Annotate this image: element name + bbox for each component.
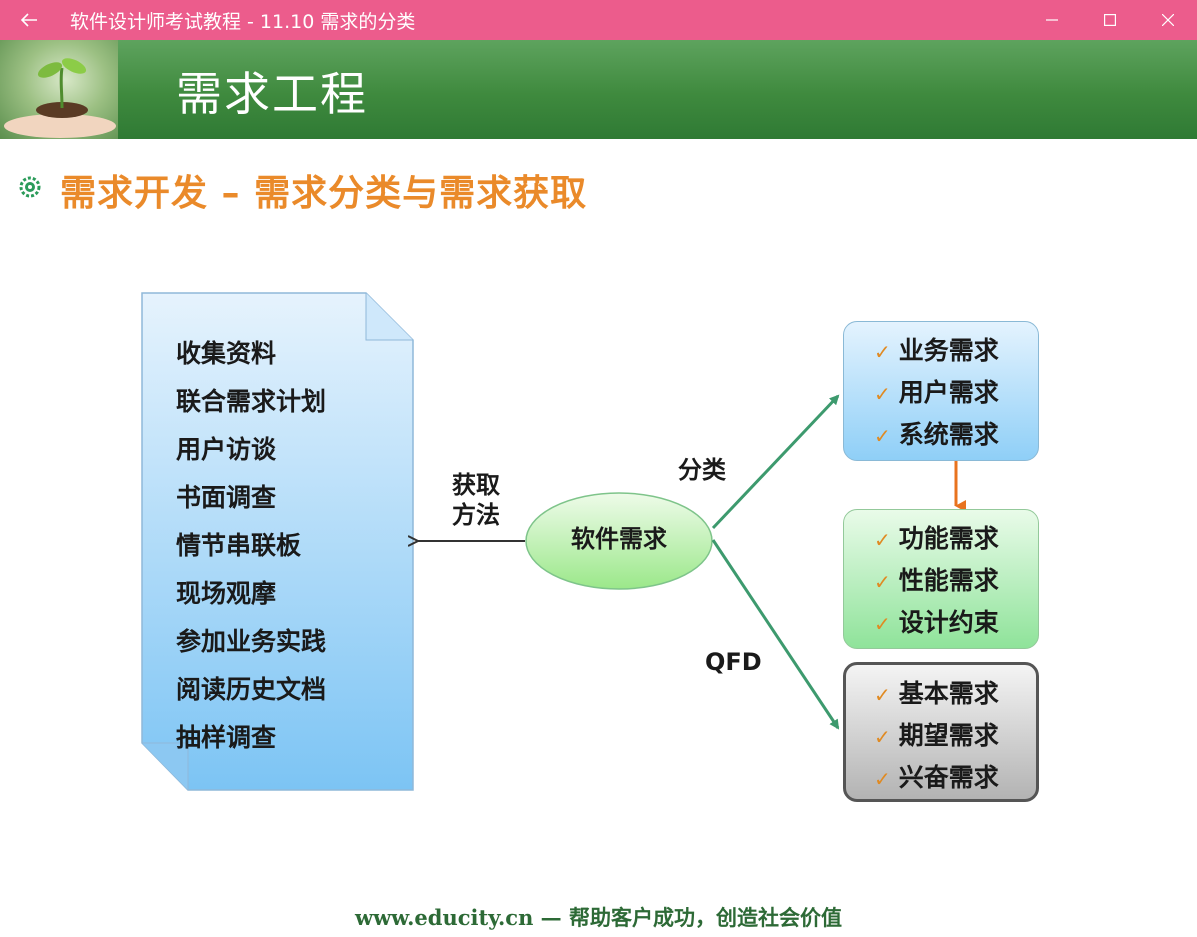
classify-arrow xyxy=(711,394,840,530)
requirements-diagram xyxy=(141,292,966,791)
list-item: 参加业务实践 xyxy=(176,627,327,656)
maximize-button[interactable] xyxy=(1081,0,1139,40)
list-item: ✓系统需求 xyxy=(874,420,999,449)
checkmark-icon: ✓ xyxy=(874,725,891,749)
checkmark-icon: ✓ xyxy=(874,528,891,552)
list-item: 收集资料 xyxy=(176,339,277,368)
close-icon xyxy=(1162,14,1174,26)
doc-fold-top-right xyxy=(365,293,413,341)
window-title: 软件设计师考试教程 - 11.10 需求的分类 xyxy=(70,10,416,33)
list-item: 阅读历史文档 xyxy=(176,675,327,704)
list-item: ✓业务需求 xyxy=(874,336,999,365)
acquire-method-label: 获取 方法 xyxy=(452,470,500,530)
center-node-label: 软件需求 xyxy=(571,524,667,553)
acquisition-methods-list: 收集资料 联合需求计划 用户访谈 书面调查 情节串联板 现场观摩 参加业务实践 … xyxy=(176,330,396,762)
list-item: ✓性能需求 xyxy=(874,566,999,595)
checkmark-icon: ✓ xyxy=(874,767,891,791)
title-bar: 软件设计师考试教程 - 11.10 需求的分类 xyxy=(0,0,1197,40)
seedling-hands-image xyxy=(0,40,118,139)
classify-label: 分类 xyxy=(678,456,726,484)
list-item: ✓兴奋需求 xyxy=(874,763,999,792)
requirement-levels-box: ✓业务需求 ✓用户需求 ✓系统需求 xyxy=(843,321,1039,461)
qfd-arrow xyxy=(711,539,840,730)
qfd-label: QFD xyxy=(705,648,762,676)
close-button[interactable] xyxy=(1139,0,1197,40)
arrow-left-icon xyxy=(20,13,37,27)
checkmark-icon: ✓ xyxy=(874,424,891,448)
list-item: 书面调查 xyxy=(176,483,277,512)
list-item: ✓功能需求 xyxy=(874,524,999,553)
doc-fold-bottom-left xyxy=(142,742,189,790)
list-item: 用户访谈 xyxy=(176,435,277,464)
maximize-icon xyxy=(1104,14,1116,26)
checkmark-icon: ✓ xyxy=(874,683,891,707)
slide-banner: 需求工程 xyxy=(0,40,1197,139)
slide: 需求工程 需求开发 – 需求分类与需求获取 xyxy=(0,40,1197,937)
window-controls xyxy=(1023,0,1197,40)
gear-bullet-icon xyxy=(19,176,41,198)
qfd-requirements-box: ✓基本需求 ✓期望需求 ✓兴奋需求 xyxy=(843,662,1039,802)
checkmark-icon: ✓ xyxy=(874,612,891,636)
system-requirement-types-box: ✓功能需求 ✓性能需求 ✓设计约束 xyxy=(843,509,1039,649)
back-button[interactable] xyxy=(0,0,58,40)
list-item: ✓设计约束 xyxy=(874,608,999,637)
slide-subtitle: 需求开发 – 需求分类与需求获取 xyxy=(60,173,588,214)
list-item: ✓期望需求 xyxy=(874,721,999,750)
list-item: ✓基本需求 xyxy=(874,679,999,708)
acquire-label-line-2: 方法 xyxy=(452,501,500,529)
acquire-label-line-1: 获取 xyxy=(452,471,500,499)
checkmark-icon: ✓ xyxy=(874,382,891,406)
list-item: 抽样调查 xyxy=(176,723,277,752)
checkmark-icon: ✓ xyxy=(874,570,891,594)
list-item: 联合需求计划 xyxy=(176,387,327,416)
list-item: ✓用户需求 xyxy=(874,378,999,407)
list-item: 现场观摩 xyxy=(176,579,277,608)
minimize-icon xyxy=(1046,19,1058,21)
slide-footer: www.educity.cn — 帮助客户成功，创造社会价值 xyxy=(355,905,842,930)
checkmark-icon: ✓ xyxy=(874,340,891,364)
slide-heading: 需求工程 xyxy=(176,67,368,121)
list-item: 情节串联板 xyxy=(176,531,302,560)
minimize-button[interactable] xyxy=(1023,0,1081,40)
